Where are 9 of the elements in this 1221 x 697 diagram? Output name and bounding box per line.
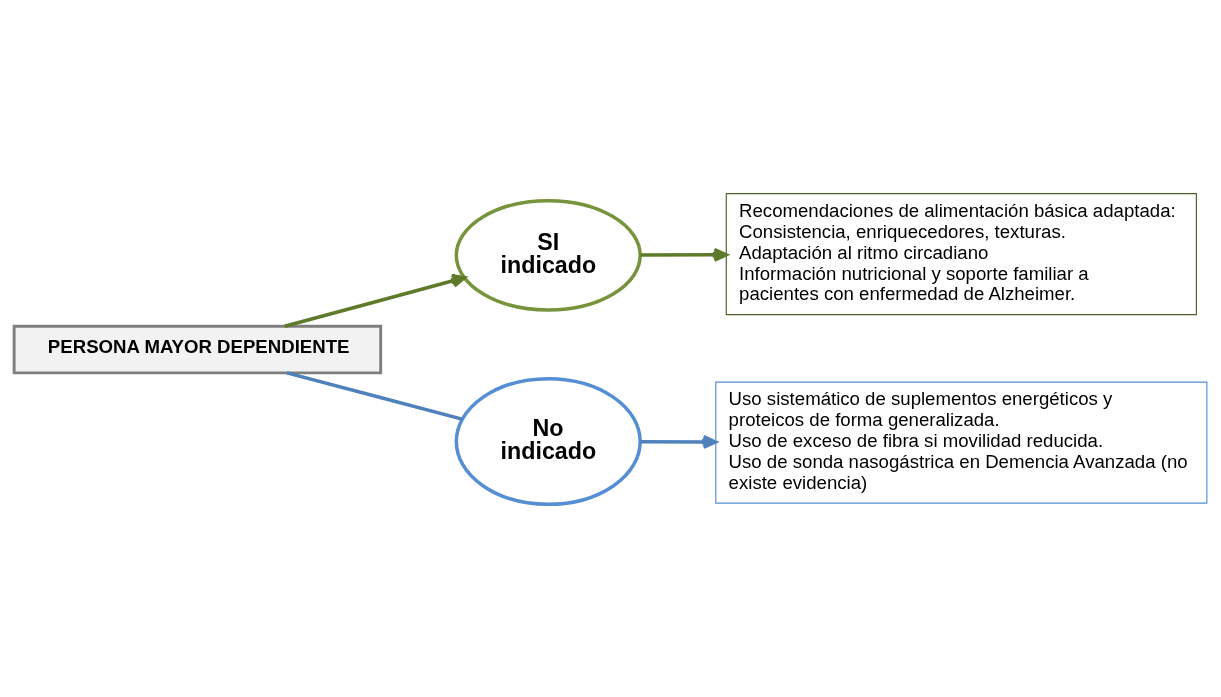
node-ellipse: SI indicado bbox=[454, 198, 642, 312]
node-box: Uso sistemático de suplementos energéticos y proteicos de forma generalizada. Uso de exceso de fibra si movilidad reducida. Uso de sonda nasogástrica en Demencia Avanzada (no existe evidencia) bbox=[715, 381, 1208, 504]
node-box: Recomendaciones de alimentación básica adaptada: Consistencia, enriquecedores, texturas. Adaptación al ritmo circadiano Información nutricional y soporte familiar a pacientes con enfermedad de Alzheimer. bbox=[725, 192, 1197, 315]
arrow bbox=[640, 247, 728, 262]
arrow bbox=[284, 273, 467, 328]
node-ellipse: No indicado bbox=[454, 376, 642, 506]
connector bbox=[286, 370, 463, 421]
arrow bbox=[640, 434, 718, 449]
node-box: PERSONA MAYOR DEPENDIENTE bbox=[12, 324, 383, 374]
